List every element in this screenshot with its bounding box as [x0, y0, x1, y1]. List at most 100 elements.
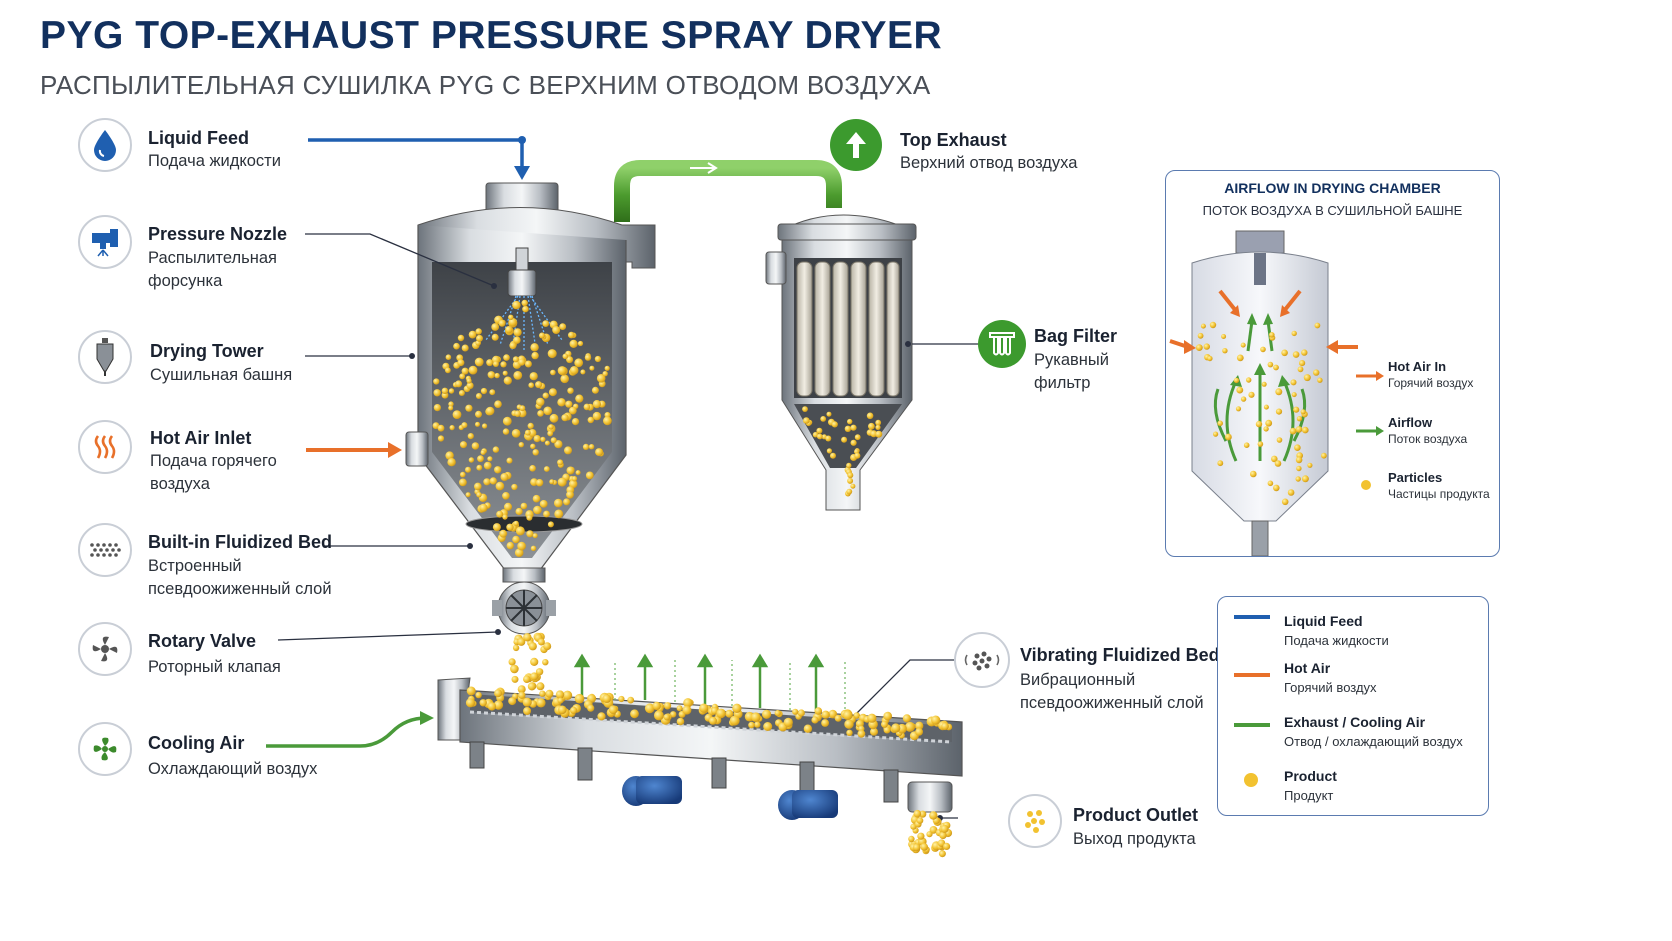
product-particle — [500, 361, 507, 368]
product-particle — [854, 452, 861, 459]
legend-liquid-feed-ru: Подача жидкости — [1284, 633, 1389, 648]
product-particle — [905, 721, 915, 732]
product-particle — [512, 300, 521, 310]
vibrating-bed-title: Vibrating Fluidized Bed — [1020, 645, 1220, 665]
product-particle — [847, 477, 854, 484]
product-particle — [1317, 377, 1323, 383]
product-particle — [536, 682, 545, 691]
product-particle — [493, 700, 504, 710]
product-particle — [511, 429, 521, 438]
product-particle — [467, 433, 474, 440]
product-particle — [931, 715, 941, 725]
product-particle — [503, 354, 510, 361]
product-particle — [915, 728, 923, 736]
product-particle — [602, 371, 608, 377]
product-particle — [537, 638, 545, 646]
product-particle — [588, 444, 595, 450]
product-particle — [577, 340, 584, 347]
product-particle — [489, 389, 496, 396]
cooling-air-title: Cooling Air — [148, 733, 245, 753]
product-particle — [748, 721, 755, 729]
legend-exhaust-ru: Отвод / охлаждающий воздух — [1284, 734, 1463, 749]
vibration-icon — [954, 632, 1010, 688]
product-particle — [732, 703, 742, 713]
product-particle — [850, 439, 857, 446]
drying-tower-title: Drying Tower — [150, 341, 264, 361]
product-particle — [555, 690, 565, 699]
product-particle — [548, 424, 554, 430]
product-particle — [596, 374, 606, 383]
product-particle — [585, 471, 594, 480]
product-particle — [682, 705, 692, 715]
product-particle — [716, 708, 726, 719]
product-particle — [1207, 355, 1213, 362]
product-particle — [820, 416, 827, 422]
product-particle — [545, 689, 554, 698]
product-particle — [513, 336, 521, 344]
vibrating-bed-subtitle-1: Вибрационный — [1020, 671, 1136, 689]
product-particle — [568, 331, 575, 339]
product-particle — [699, 703, 709, 713]
legend-product-ru: Продукт — [1284, 788, 1334, 803]
product-particle — [526, 530, 534, 538]
product-particle — [455, 380, 463, 388]
airflow-panel-title: AIRFLOW IN DRYING CHAMBER — [1224, 180, 1441, 196]
product-particle — [589, 365, 595, 371]
legend-product-swatch — [1244, 773, 1258, 787]
product-particle — [468, 330, 477, 339]
heat-icon — [78, 420, 132, 474]
product-particle — [458, 390, 465, 396]
product-particle — [536, 397, 545, 407]
product-particle — [604, 365, 610, 371]
airflow-legend-airflow-ru: Поток воздуха — [1388, 432, 1468, 446]
product-particle — [474, 482, 482, 491]
product-particle — [1301, 349, 1308, 356]
product-particle — [550, 437, 557, 444]
product-particle — [437, 424, 445, 432]
product-particle — [844, 425, 852, 432]
product-particle — [557, 398, 566, 407]
product-particle — [1200, 323, 1206, 329]
product-particle — [465, 466, 471, 473]
product-particle — [530, 343, 539, 352]
product-particle — [474, 357, 484, 367]
airflow-legend-hot-air: Hot Air In Горячий воздух — [1388, 359, 1473, 390]
product-particle — [826, 448, 833, 454]
product-particle — [803, 724, 813, 733]
product-particle — [821, 710, 830, 719]
product-particle — [1240, 396, 1247, 402]
rotary-valve-title: Rotary Valve — [148, 631, 257, 651]
product-particle — [547, 430, 554, 437]
product-particle — [505, 326, 513, 334]
product-particle — [1314, 322, 1321, 329]
product-particle — [1257, 441, 1264, 447]
fluidized-bed-subtitle-2: псевдоожиженный слой — [148, 580, 332, 598]
product-particle — [465, 404, 473, 412]
product-particle — [867, 713, 877, 723]
product-particle — [530, 545, 537, 551]
product-particle — [465, 698, 476, 708]
product-particle — [870, 727, 878, 736]
product-particle — [571, 476, 578, 482]
product-particle — [480, 450, 486, 455]
product-particle — [529, 372, 538, 381]
product-particle — [537, 410, 544, 417]
product-particle — [603, 416, 612, 426]
product-particle — [1250, 470, 1257, 478]
legend-liquid-feed-en: Liquid Feed — [1284, 613, 1363, 629]
product-particle — [1303, 374, 1311, 382]
product-particle — [475, 421, 480, 427]
airflow-legend-particles: Particles Частицы продукта — [1388, 470, 1490, 501]
product-particle — [575, 470, 581, 476]
product-particle — [583, 403, 591, 411]
particles-grid-icon — [78, 523, 132, 577]
product-particle — [1291, 392, 1297, 398]
product-particle — [554, 498, 563, 508]
product-particle — [1233, 377, 1240, 384]
product-particle — [841, 436, 848, 443]
product-particle — [549, 479, 555, 485]
product-particle — [448, 405, 454, 411]
product-particle — [539, 500, 548, 508]
airflow-panel-subtitle: ПОТОК ВОЗДУХА В СУШИЛЬНОЙ БАШНЕ — [1202, 203, 1463, 218]
